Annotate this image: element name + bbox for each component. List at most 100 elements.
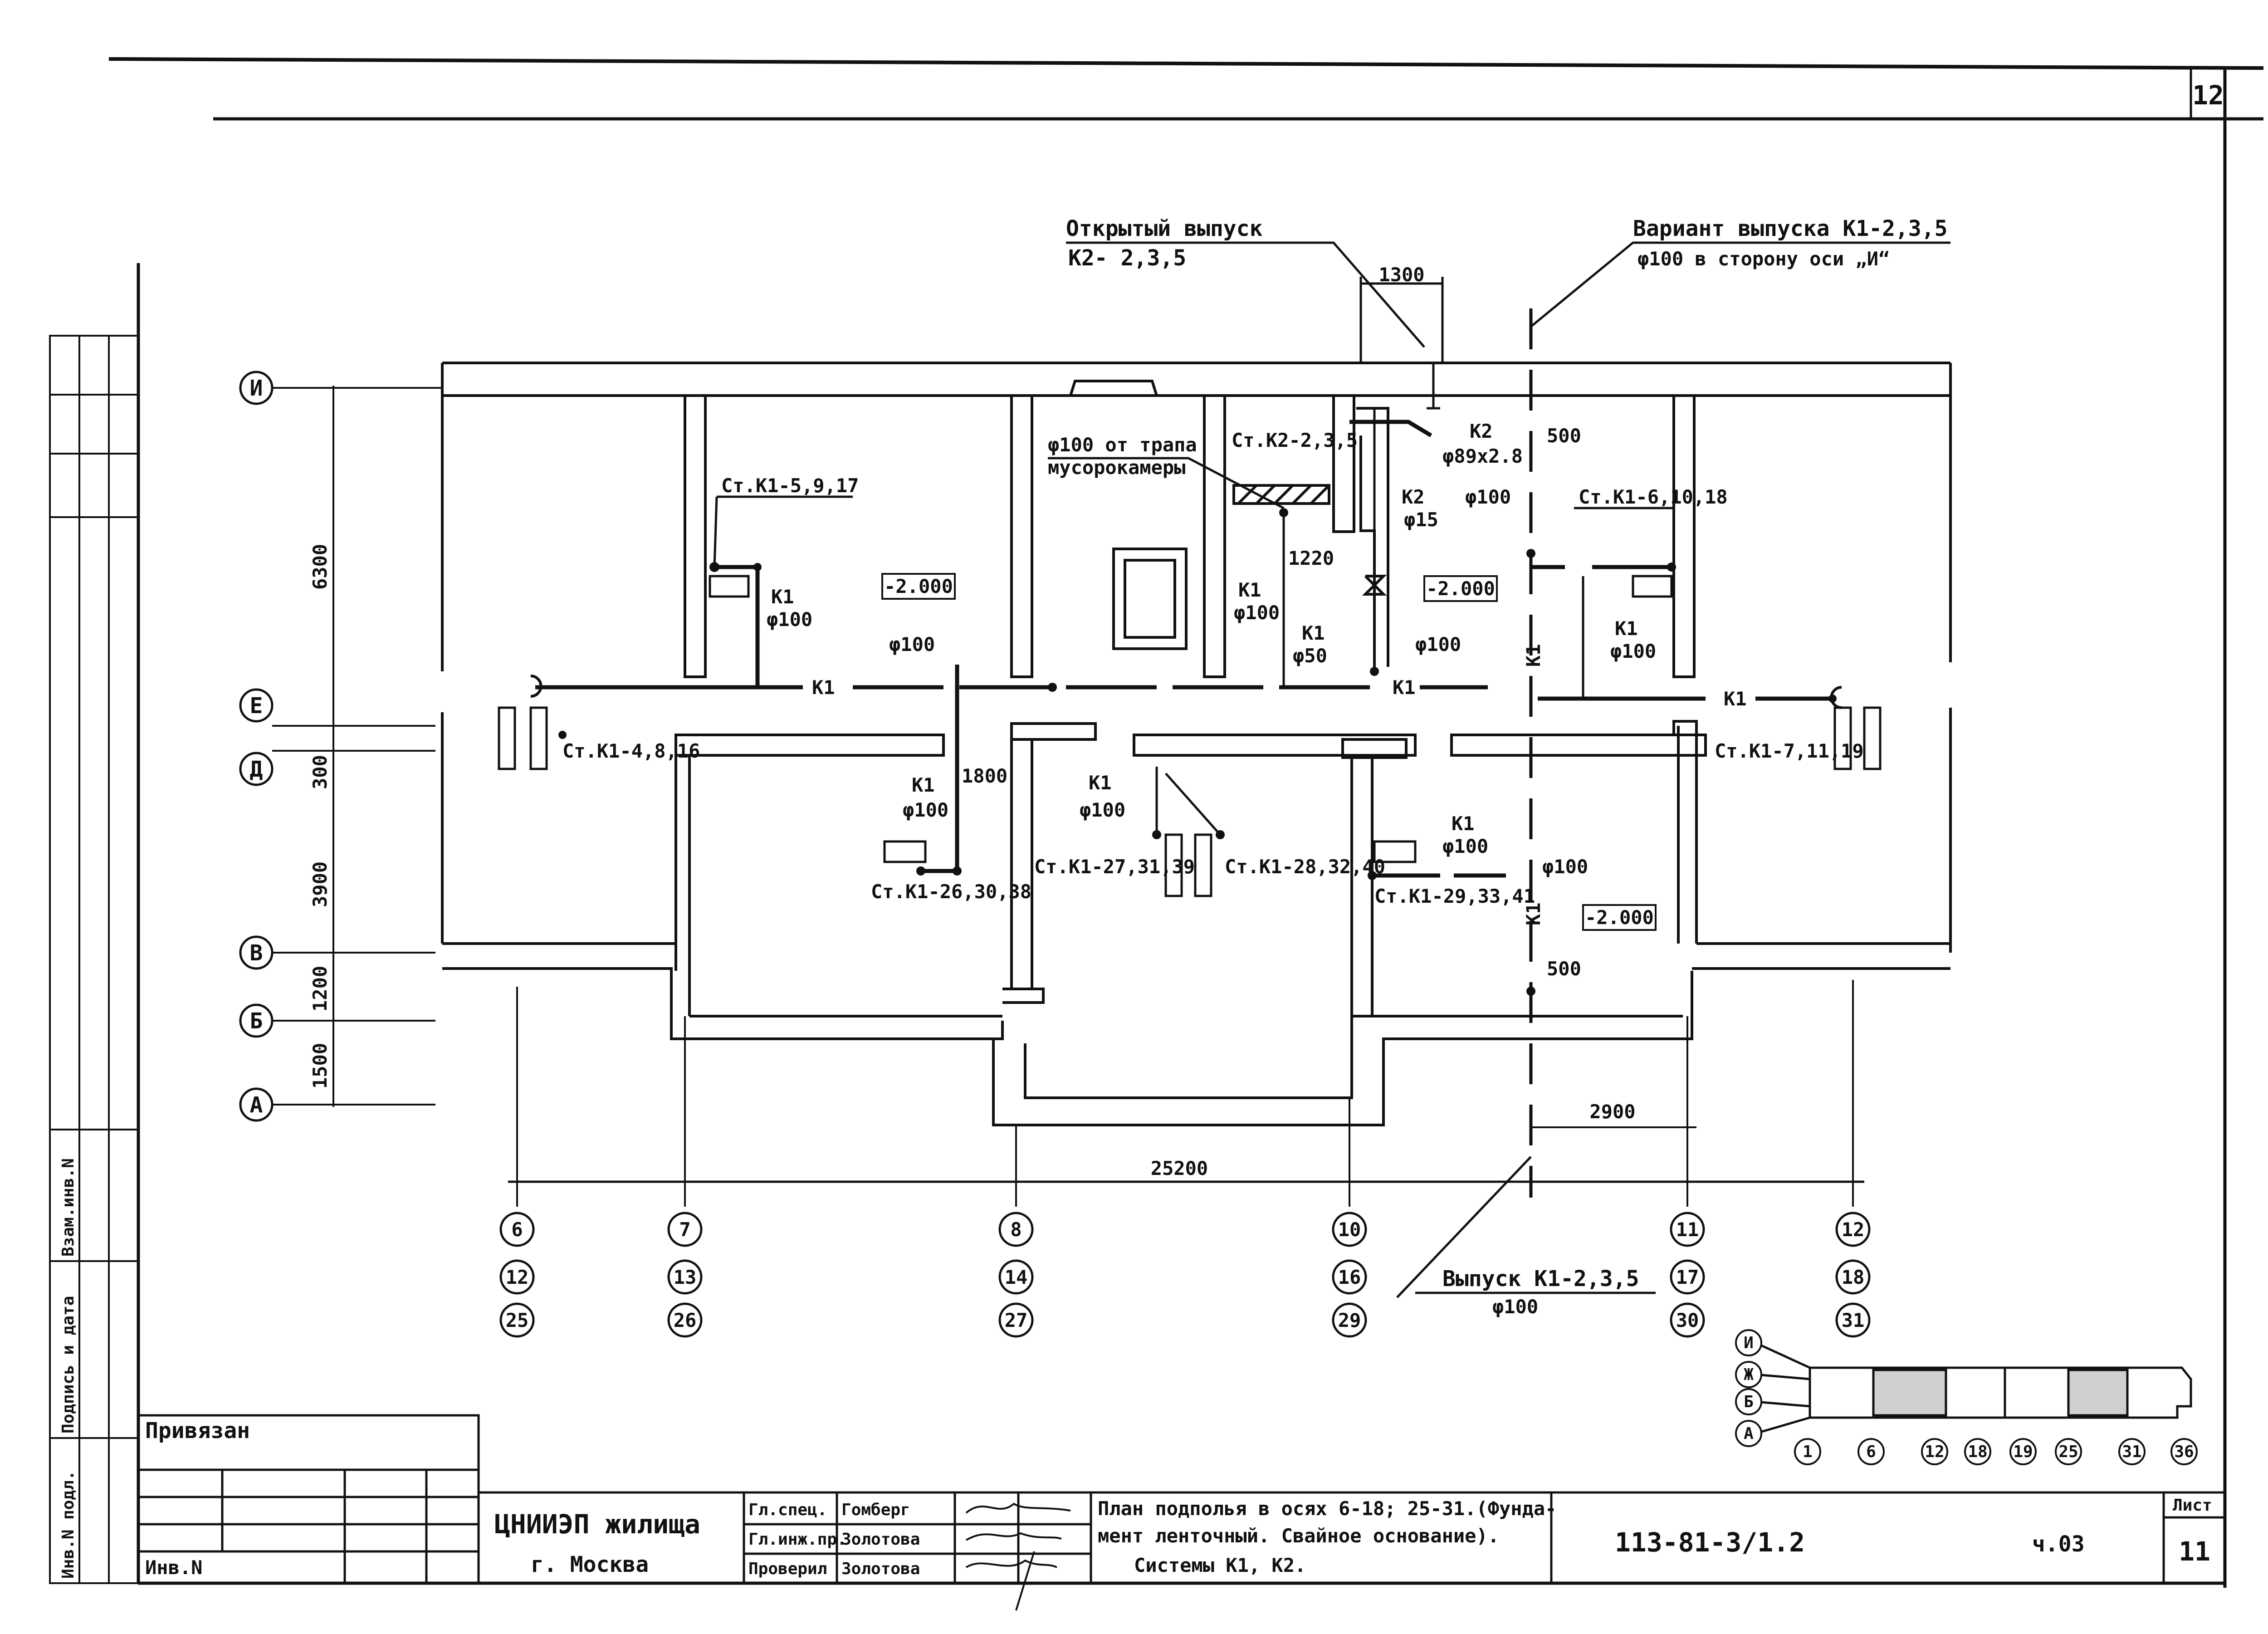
row-axis-label: А (250, 1092, 263, 1118)
callout-leaders (713, 241, 1950, 1298)
pipe-label: К2 (1470, 420, 1493, 442)
key-plan-row: И (1744, 1334, 1754, 1352)
col-axis-label: 16 (1338, 1266, 1361, 1288)
riser-label: Ст.К1-29,33,41 (1374, 885, 1535, 907)
col-axis-label: 12 (1842, 1218, 1865, 1241)
title-description-line: Системы К1, К2. (1134, 1554, 1306, 1576)
title-privyazan: Привязан (145, 1418, 250, 1443)
title-sheet-value: 11 (2179, 1536, 2210, 1567)
pipe-label: φ100 (767, 608, 812, 631)
row-axis-label: Б (250, 1008, 263, 1034)
col-axis-label: 12 (506, 1266, 529, 1288)
pipe-label: φ100 (1542, 856, 1588, 878)
dim-3900: 3900 (309, 861, 331, 907)
signature-scribbles (965, 1502, 1071, 1611)
callout-open-outlet-title: Открытый выпуск (1066, 216, 1263, 241)
pipe-label: φ89x2.8 (1442, 445, 1523, 467)
riser-label: Ст.К1-26,30,38 (871, 881, 1031, 903)
col-axis-label: 8 (1010, 1218, 1022, 1241)
callout-trap-title: φ100 от трапа (1048, 434, 1197, 456)
pipe-label: К1 (1302, 622, 1325, 644)
col-axis-label: 13 (674, 1266, 697, 1288)
riser-label: Ст.К1-27,31,39 (1034, 856, 1195, 878)
key-plan-col: 1 (1803, 1443, 1813, 1461)
floor-plan-walls (441, 362, 1952, 1126)
col-axis-label: 31 (1842, 1309, 1865, 1331)
pipe-label: φ100 (1465, 486, 1511, 508)
row-axis-label: Е (250, 693, 263, 719)
col-axis-label: 11 (1676, 1218, 1699, 1241)
stamp-signature-date: Подпись и дата (59, 1296, 78, 1433)
key-plan-row: Ж (1744, 1365, 1754, 1384)
col-axis-label: 14 (1005, 1266, 1028, 1288)
fixtures (498, 575, 1882, 897)
key-plan-col: 19 (2013, 1443, 2033, 1461)
key-plan (1755, 1341, 2192, 1435)
dim-1200: 1200 (309, 966, 331, 1012)
pipe-label: φ100 (889, 633, 935, 656)
pipe-label: К1 (1522, 644, 1545, 667)
riser-label: Ст.К2-2,3,5 (1232, 429, 1358, 451)
pipe-label: φ100 (1234, 602, 1280, 624)
col-axis-label: 18 (1842, 1266, 1865, 1288)
pipe-label: φ100 (1610, 640, 1656, 662)
pipe-end-caps (530, 575, 1842, 709)
column-axis-lines (508, 980, 1864, 1207)
dim-500-top: 500 (1547, 425, 1581, 447)
dim-25200: 25200 (1151, 1157, 1208, 1179)
col-axis-label: 29 (1338, 1309, 1361, 1331)
col-axis-label: 7 (679, 1218, 690, 1241)
riser-label: Ст.К1-4,8,16 (562, 740, 700, 762)
pipe-label: К1 (1522, 902, 1545, 925)
dim-1220: 1220 (1288, 547, 1334, 569)
title-name: Золотова (841, 1560, 920, 1578)
dim-1300: 1300 (1378, 264, 1424, 286)
pipe-label: φ100 (1080, 799, 1125, 821)
key-plan-bubbles (1735, 1329, 2198, 1465)
pipe-label: К1 (1393, 676, 1416, 699)
pipe-label: К2 (1402, 486, 1425, 508)
pipe-label: φ15 (1404, 509, 1438, 531)
pipe-label: К1 (1089, 772, 1112, 794)
dim-300: 300 (309, 755, 331, 789)
title-sheet-label: Лист (2173, 1496, 2212, 1515)
dim-1800: 1800 (962, 765, 1007, 787)
pipe-label: φ100 (903, 799, 948, 821)
title-description-line: План подполья в осях 6-18; 25-31.(Фунда- (1098, 1497, 1556, 1520)
row-axis-lines (272, 386, 442, 1107)
pipe-nodes (558, 508, 1837, 996)
row-axis-label: Д (250, 757, 263, 782)
level-mark: -2.000 (1585, 906, 1654, 929)
dim-6300: 6300 (309, 544, 331, 590)
title-org-line2: г. Москва (531, 1552, 649, 1577)
key-plan-row: Б (1744, 1393, 1754, 1411)
riser-label: Ст.К1-7,11,19 (1715, 740, 1864, 762)
title-role: Проверил (748, 1560, 827, 1578)
key-plan-col: 25 (2058, 1443, 2078, 1461)
pipe-label: К1 (1452, 812, 1475, 835)
title-role: Гл.инж.пр. (748, 1530, 847, 1549)
sheet-frame (108, 57, 2264, 1588)
title-role: Гл.спец. (748, 1501, 827, 1519)
title-inv: Инв.N (145, 1556, 202, 1579)
level-marks (881, 573, 1657, 931)
col-axis-label: 27 (1005, 1309, 1028, 1331)
side-stamp (49, 335, 139, 1584)
title-description-line: мент ленточный. Свайное основание). (1098, 1525, 1499, 1547)
title-name: Гомберг (841, 1501, 910, 1519)
callout-outlet-sub: φ100 (1492, 1296, 1538, 1318)
row-axis-label: И (250, 376, 263, 401)
callout-variant-sub: φ100 в сторону оси „И“ (1637, 248, 1890, 270)
title-code: 113-81-3/1.2 (1615, 1527, 1805, 1558)
pipe-network (535, 308, 1833, 1198)
pipe-label: К1 (812, 676, 835, 699)
key-plan-col: 6 (1866, 1443, 1876, 1461)
pipe-label: К1 (912, 774, 935, 796)
callout-outlet-title: Выпуск К1-2,3,5 (1442, 1266, 1639, 1292)
key-plan-col: 36 (2174, 1443, 2194, 1461)
callout-variant-title: Вариант выпуска К1-2,3,5 (1633, 216, 1948, 241)
stamp-inv-podl: Инв.N подл. (59, 1471, 78, 1579)
callout-trap-sub: мусорокамеры (1048, 456, 1185, 479)
stamp-vzam-inv: Взам.инв.N (59, 1158, 78, 1257)
